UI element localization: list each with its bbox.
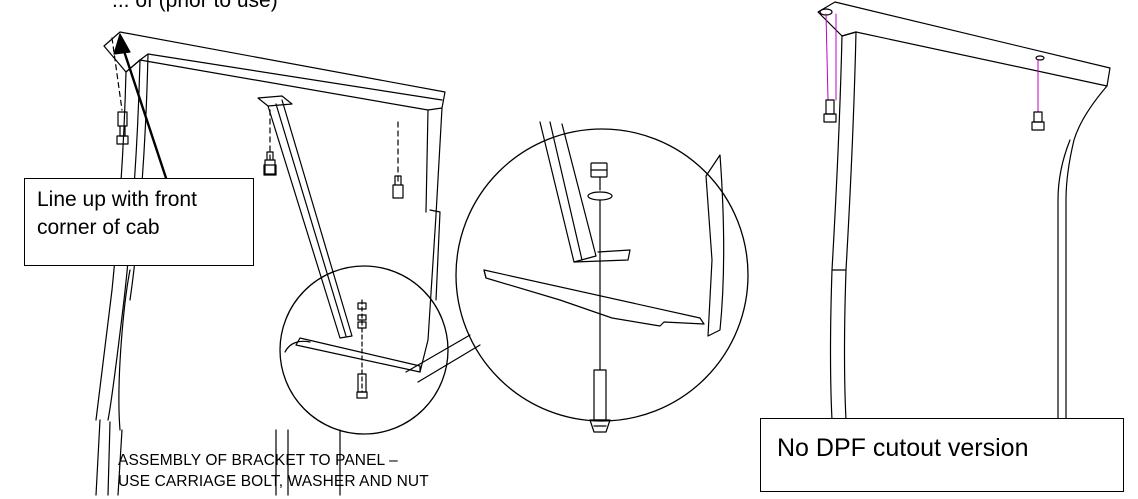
left-panel-assembly <box>95 31 481 496</box>
version-label: No DPF cutout version <box>777 434 1029 462</box>
top-partial-text: ... of (prior to use) <box>112 0 278 12</box>
bolt-2 <box>263 151 277 176</box>
bolt-3 <box>392 175 404 199</box>
version-label-box: No DPF cutout version <box>760 418 1124 492</box>
detail-circle <box>455 121 749 433</box>
callout-line-2: corner of cab <box>37 216 160 239</box>
caption-line-1: ASSEMBLY OF BRACKET TO PANEL – <box>118 452 398 469</box>
right-panel-view <box>817 1 1111 431</box>
bolt-1 <box>116 111 129 145</box>
assembly-caption: ASSEMBLY OF BRACKET TO PANEL – USE CARRI… <box>118 450 429 492</box>
alignment-callout: Line up with front corner of cab <box>24 178 254 266</box>
callout-line-1: Line up with front <box>37 188 197 211</box>
caption-line-2: USE CARRIAGE BOLT, WASHER AND NUT <box>118 473 429 490</box>
bracket <box>257 95 353 339</box>
